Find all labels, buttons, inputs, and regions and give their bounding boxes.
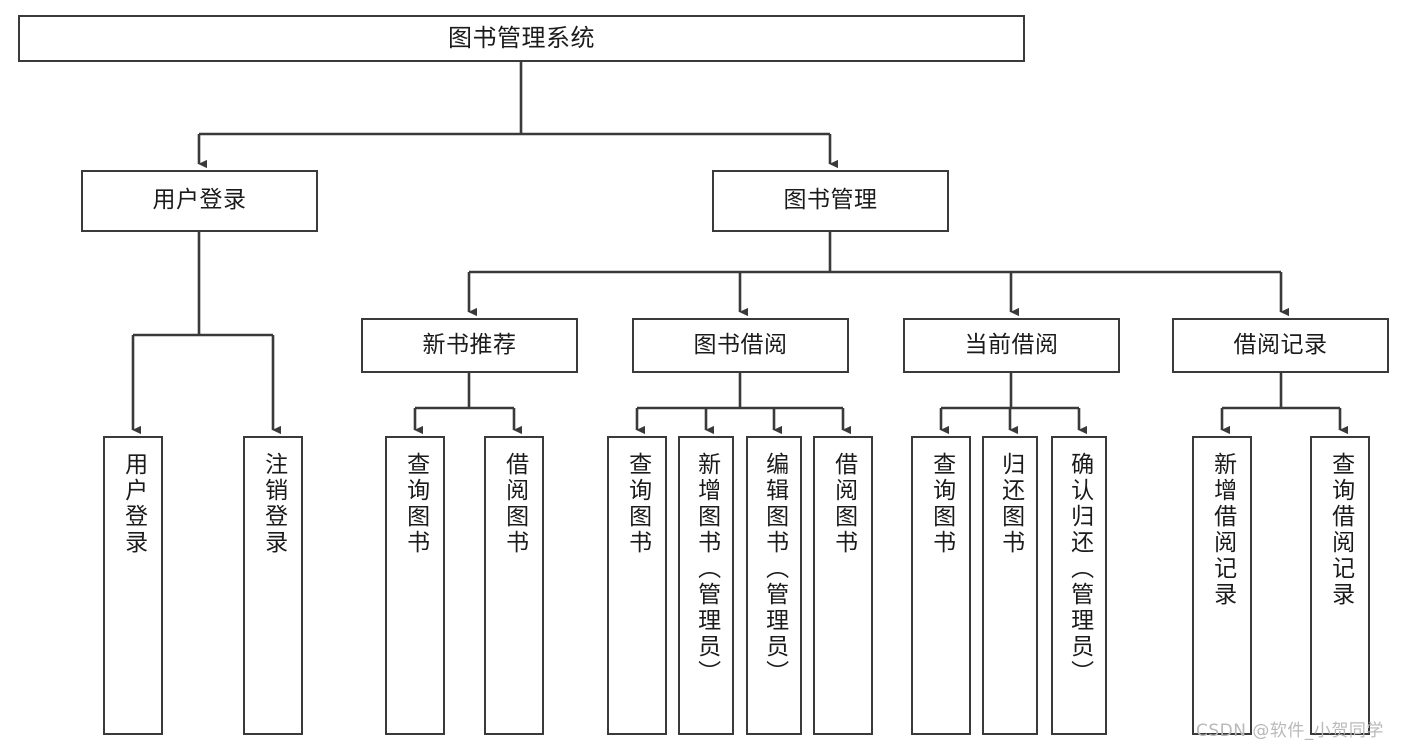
node-label: 归还图书 [997,452,1024,556]
leaf-borrow-borrow-book[interactable]: 借阅图书 [813,436,873,735]
leaf-borrow-query-book[interactable]: 查询图书 [607,436,667,735]
leaf-new-book-borrow-book[interactable]: 借阅图书 [484,436,544,735]
node-label: 新增借阅记录 [1209,452,1236,608]
leaf-current-return-book[interactable]: 归还图书 [982,436,1038,735]
node-label: 确认归还（管理员） [1066,452,1093,686]
node-book-management[interactable]: 图书管理 [712,170,949,232]
node-label: 用户登录 [120,452,147,556]
node-book-borrow[interactable]: 图书借阅 [632,318,849,373]
node-label: 查询图书 [928,452,955,556]
node-label: 新增图书（管理员） [693,452,720,686]
node-label: 图书借阅 [693,331,788,358]
node-label: 借阅图书 [830,452,857,556]
node-label: 借阅记录 [1233,331,1328,358]
leaf-new-book-query-book[interactable]: 查询图书 [385,436,445,735]
leaf-record-add-record[interactable]: 新增借阅记录 [1192,436,1252,735]
node-label: 注销登录 [260,452,287,556]
leaf-borrow-edit-book-admin[interactable]: 编辑图书（管理员） [746,436,802,735]
node-label: 新书推荐 [422,331,517,358]
leaf-current-confirm-return-admin[interactable]: 确认归还（管理员） [1051,436,1107,735]
node-label: 编辑图书（管理员） [761,452,788,686]
node-root-book-management-system[interactable]: 图书管理系统 [18,15,1025,62]
node-current-borrow[interactable]: 当前借阅 [903,318,1120,373]
node-label: 查询图书 [402,452,429,556]
node-new-book-recommend[interactable]: 新书推荐 [361,318,578,373]
leaf-record-query-record[interactable]: 查询借阅记录 [1310,436,1370,735]
leaf-user-login-logout[interactable]: 注销登录 [243,436,303,735]
node-user-login[interactable]: 用户登录 [81,170,318,232]
leaf-user-login-login[interactable]: 用户登录 [103,436,163,735]
node-label: 当前借阅 [964,331,1059,358]
node-label: 查询图书 [624,452,651,556]
node-label: 图书管理 [783,187,878,214]
node-label: 查询借阅记录 [1327,452,1354,608]
node-label: 借阅图书 [501,452,528,556]
leaf-current-query-book[interactable]: 查询图书 [911,436,971,735]
node-label: 用户登录 [152,187,247,214]
node-label: 图书管理系统 [448,24,595,53]
node-borrow-record[interactable]: 借阅记录 [1172,318,1389,373]
csdn-watermark: CSDN @软件_小贺同学 [1196,721,1384,741]
leaf-borrow-add-book-admin[interactable]: 新增图书（管理员） [678,436,734,735]
